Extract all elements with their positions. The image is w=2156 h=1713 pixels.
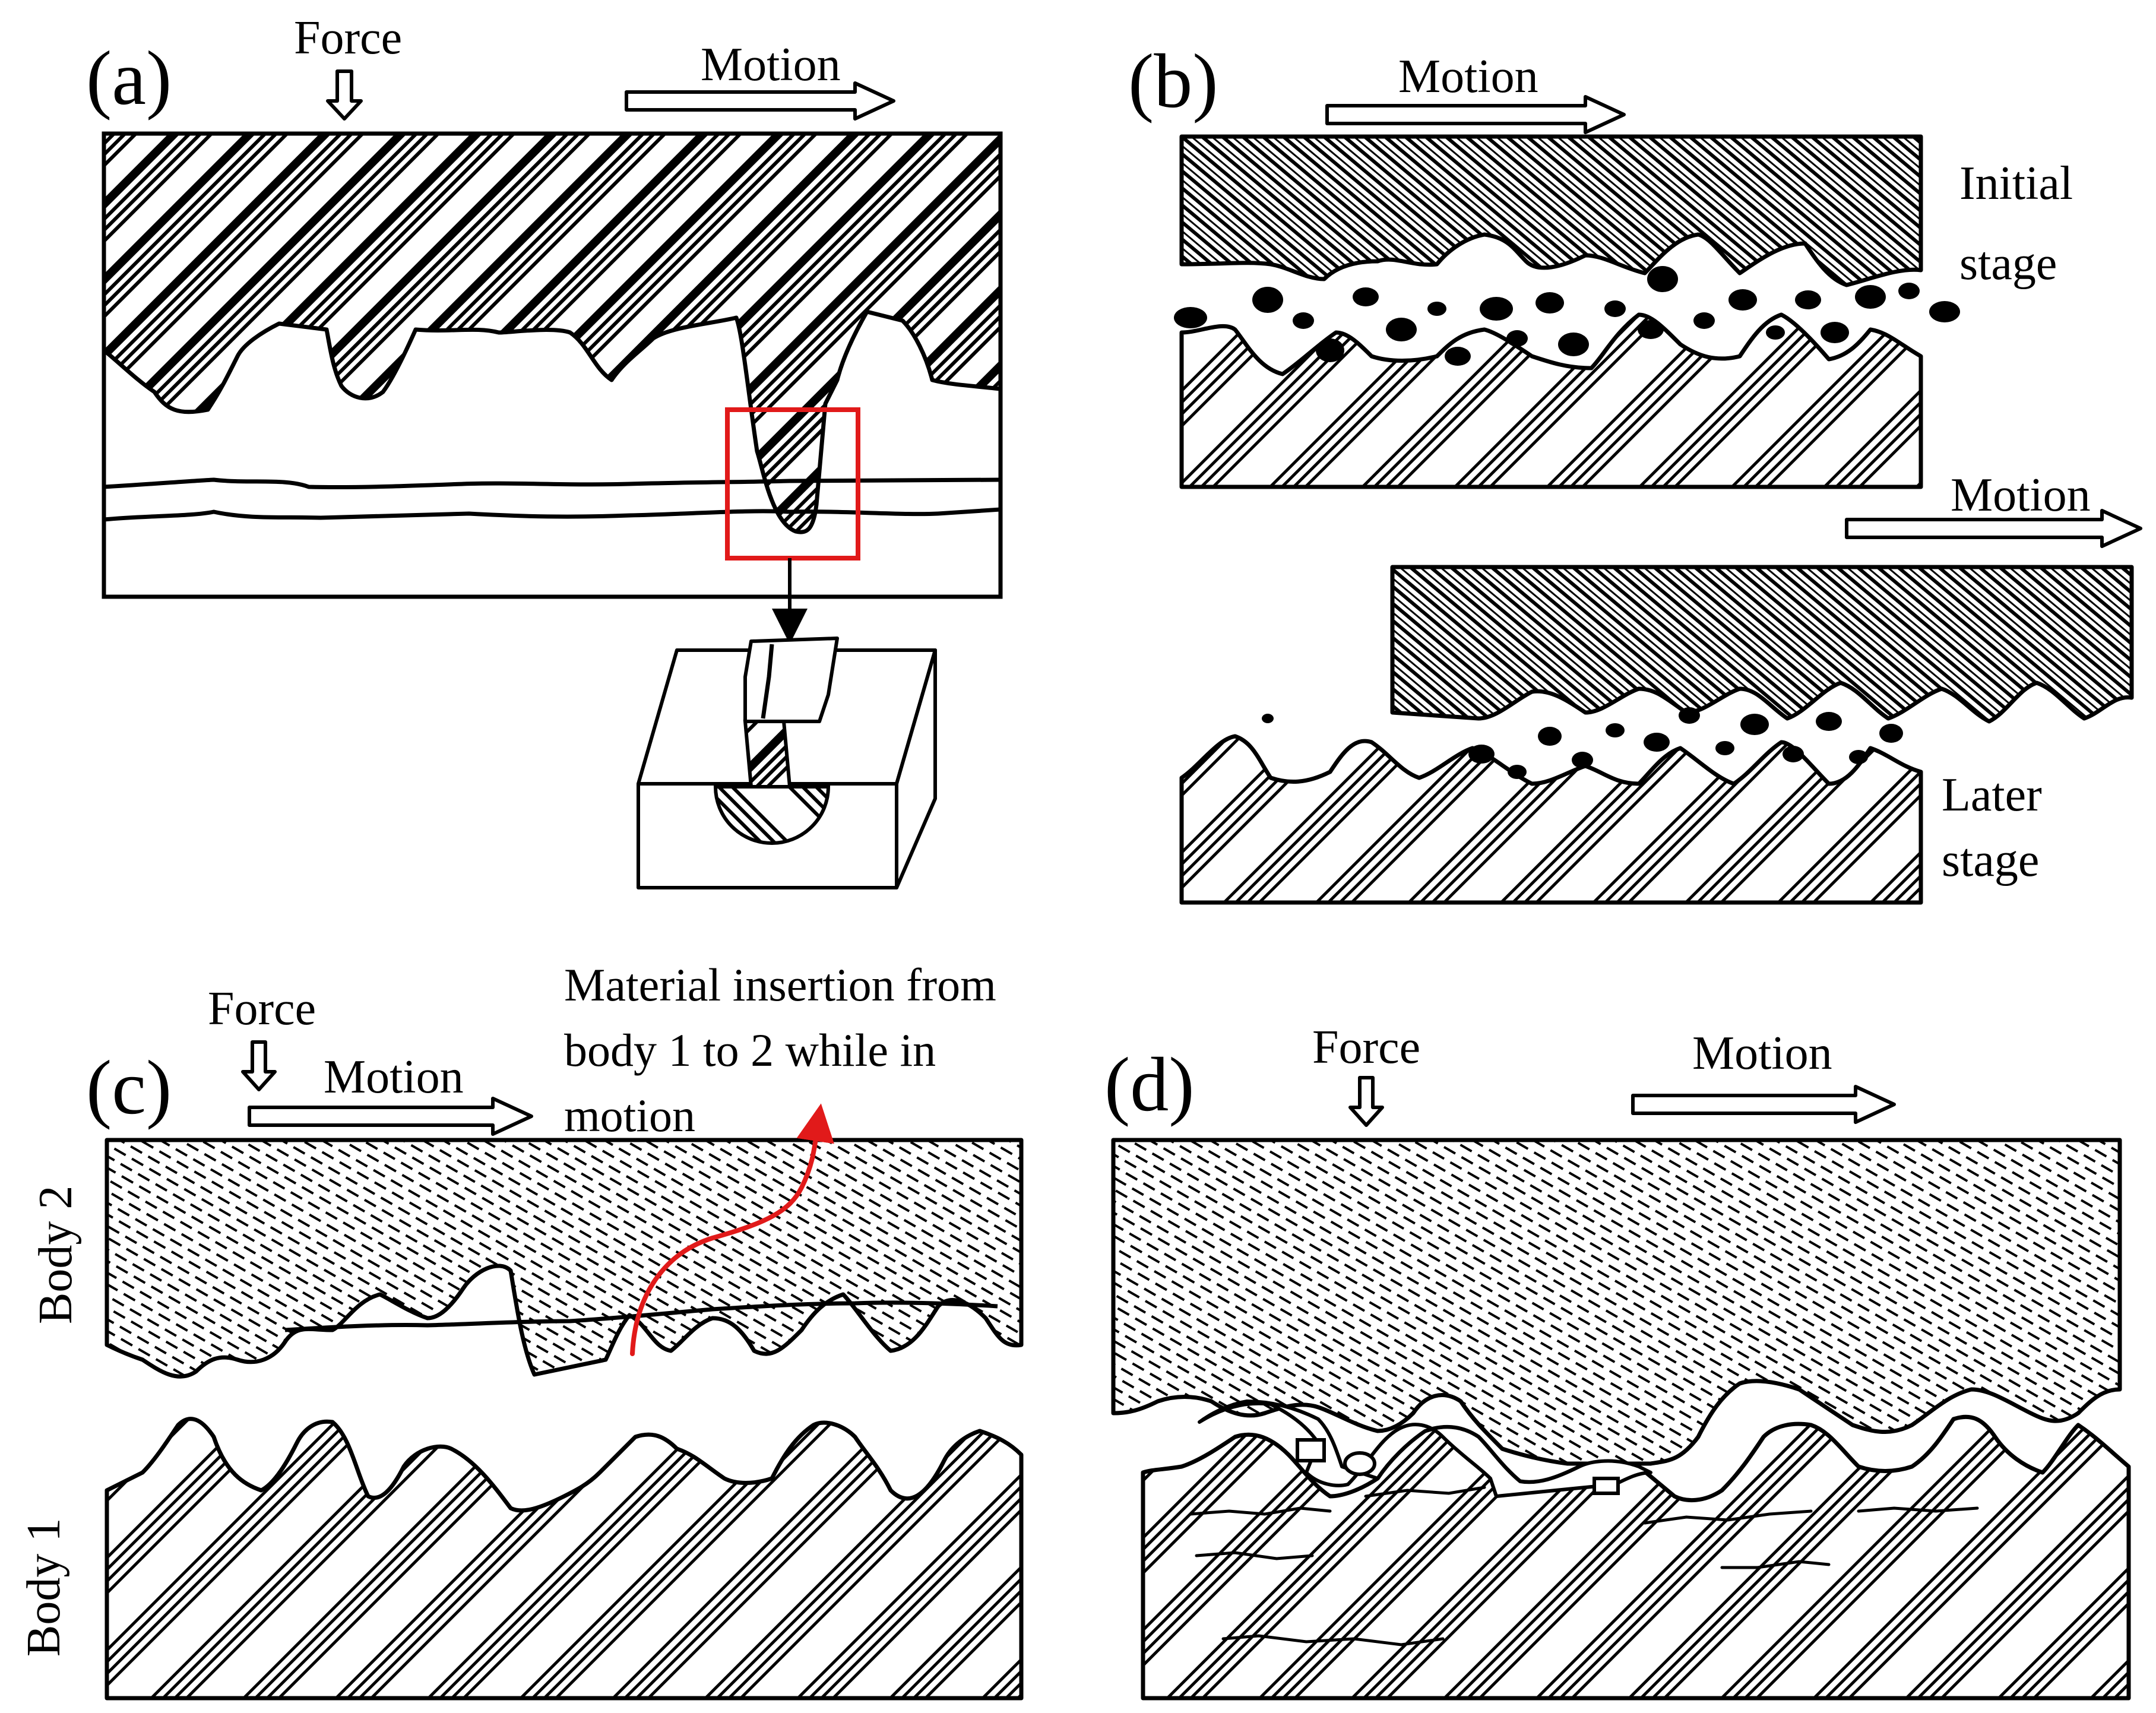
later-upper-body <box>1390 565 2134 724</box>
motion-arrow-icon <box>1631 1085 1896 1124</box>
panel-d-lower-body <box>1141 1414 2131 1701</box>
void-fragment <box>1296 1438 1326 1462</box>
panel-c: (c) Force Motion Material insertion from… <box>18 959 1024 1701</box>
panel-b-initial-label-line2: stage <box>1959 238 2057 290</box>
wear-debris-initial <box>1174 266 1960 366</box>
body1-block <box>105 1417 1024 1701</box>
initial-lower-body <box>1179 312 1923 489</box>
subsurface-cracks <box>1189 1486 1979 1646</box>
zoom-block-3d <box>637 637 937 889</box>
panel-b-motion-label-top: Motion <box>1398 50 1538 103</box>
motion-arrow-icon <box>248 1097 533 1136</box>
insertion-arrow <box>630 1103 834 1356</box>
panel-d-force-label: Force <box>1312 1021 1420 1074</box>
force-arrow-icon <box>241 1040 277 1091</box>
panel-c-force-label: Force <box>208 983 316 1035</box>
panel-a-layer-line-upper <box>103 477 1001 490</box>
panel-c-note-line1: Material insertion from <box>564 959 996 1011</box>
panel-a-force-label: Force <box>294 12 402 64</box>
panel-b: (b) Motion Initial stage <box>1128 39 2142 905</box>
panel-a-motion-label: Motion <box>701 39 841 91</box>
void-fragment-right <box>1593 1477 1620 1495</box>
force-arrow-icon <box>326 69 363 121</box>
panel-c-note-line3: motion <box>564 1090 695 1141</box>
body1-label: Body 1 <box>18 1518 70 1657</box>
panel-c-label: (c) <box>86 1045 172 1131</box>
panel-c-motion-label: Motion <box>324 1051 464 1103</box>
panel-b-motion-label-bottom: Motion <box>1951 469 2091 521</box>
wear-debris-later <box>1262 707 1903 779</box>
motion-arrow-icon <box>1845 509 2142 548</box>
body2-boundary-line <box>284 1300 998 1332</box>
highlight-box <box>725 407 860 561</box>
panel-d-motion-label: Motion <box>1692 1027 1832 1079</box>
panel-b-initial-label-line1: Initial <box>1959 157 2073 210</box>
panel-a-layer-line-lower <box>103 507 1001 522</box>
motion-arrow-icon <box>625 81 895 121</box>
transfer-film <box>1198 1399 1652 1498</box>
panel-b-later-label-line2: stage <box>1942 834 2039 886</box>
motion-arrow-icon <box>1325 95 1626 134</box>
body2-block <box>105 1138 1024 1379</box>
body2-label: Body 2 <box>30 1186 82 1324</box>
panel-a-label: (a) <box>86 36 172 121</box>
initial-upper-body <box>1179 134 1923 287</box>
panel-d-label: (d) <box>1104 1042 1195 1128</box>
panel-d: (d) Force Motion <box>1104 1021 2131 1701</box>
force-arrow-icon <box>1348 1076 1384 1127</box>
panel-b-label: (b) <box>1128 39 1218 124</box>
panel-d-upper-body <box>1111 1138 2122 1466</box>
panel-a: (a) Force Motion <box>86 12 1003 889</box>
panel-a-upper-body <box>102 131 1003 534</box>
panel-b-later-label-line1: Later <box>1942 769 2042 821</box>
void-pocket <box>1343 1451 1376 1476</box>
panel-c-note-line2: body 1 to 2 while in <box>564 1024 936 1076</box>
later-lower-body <box>1179 734 1923 905</box>
